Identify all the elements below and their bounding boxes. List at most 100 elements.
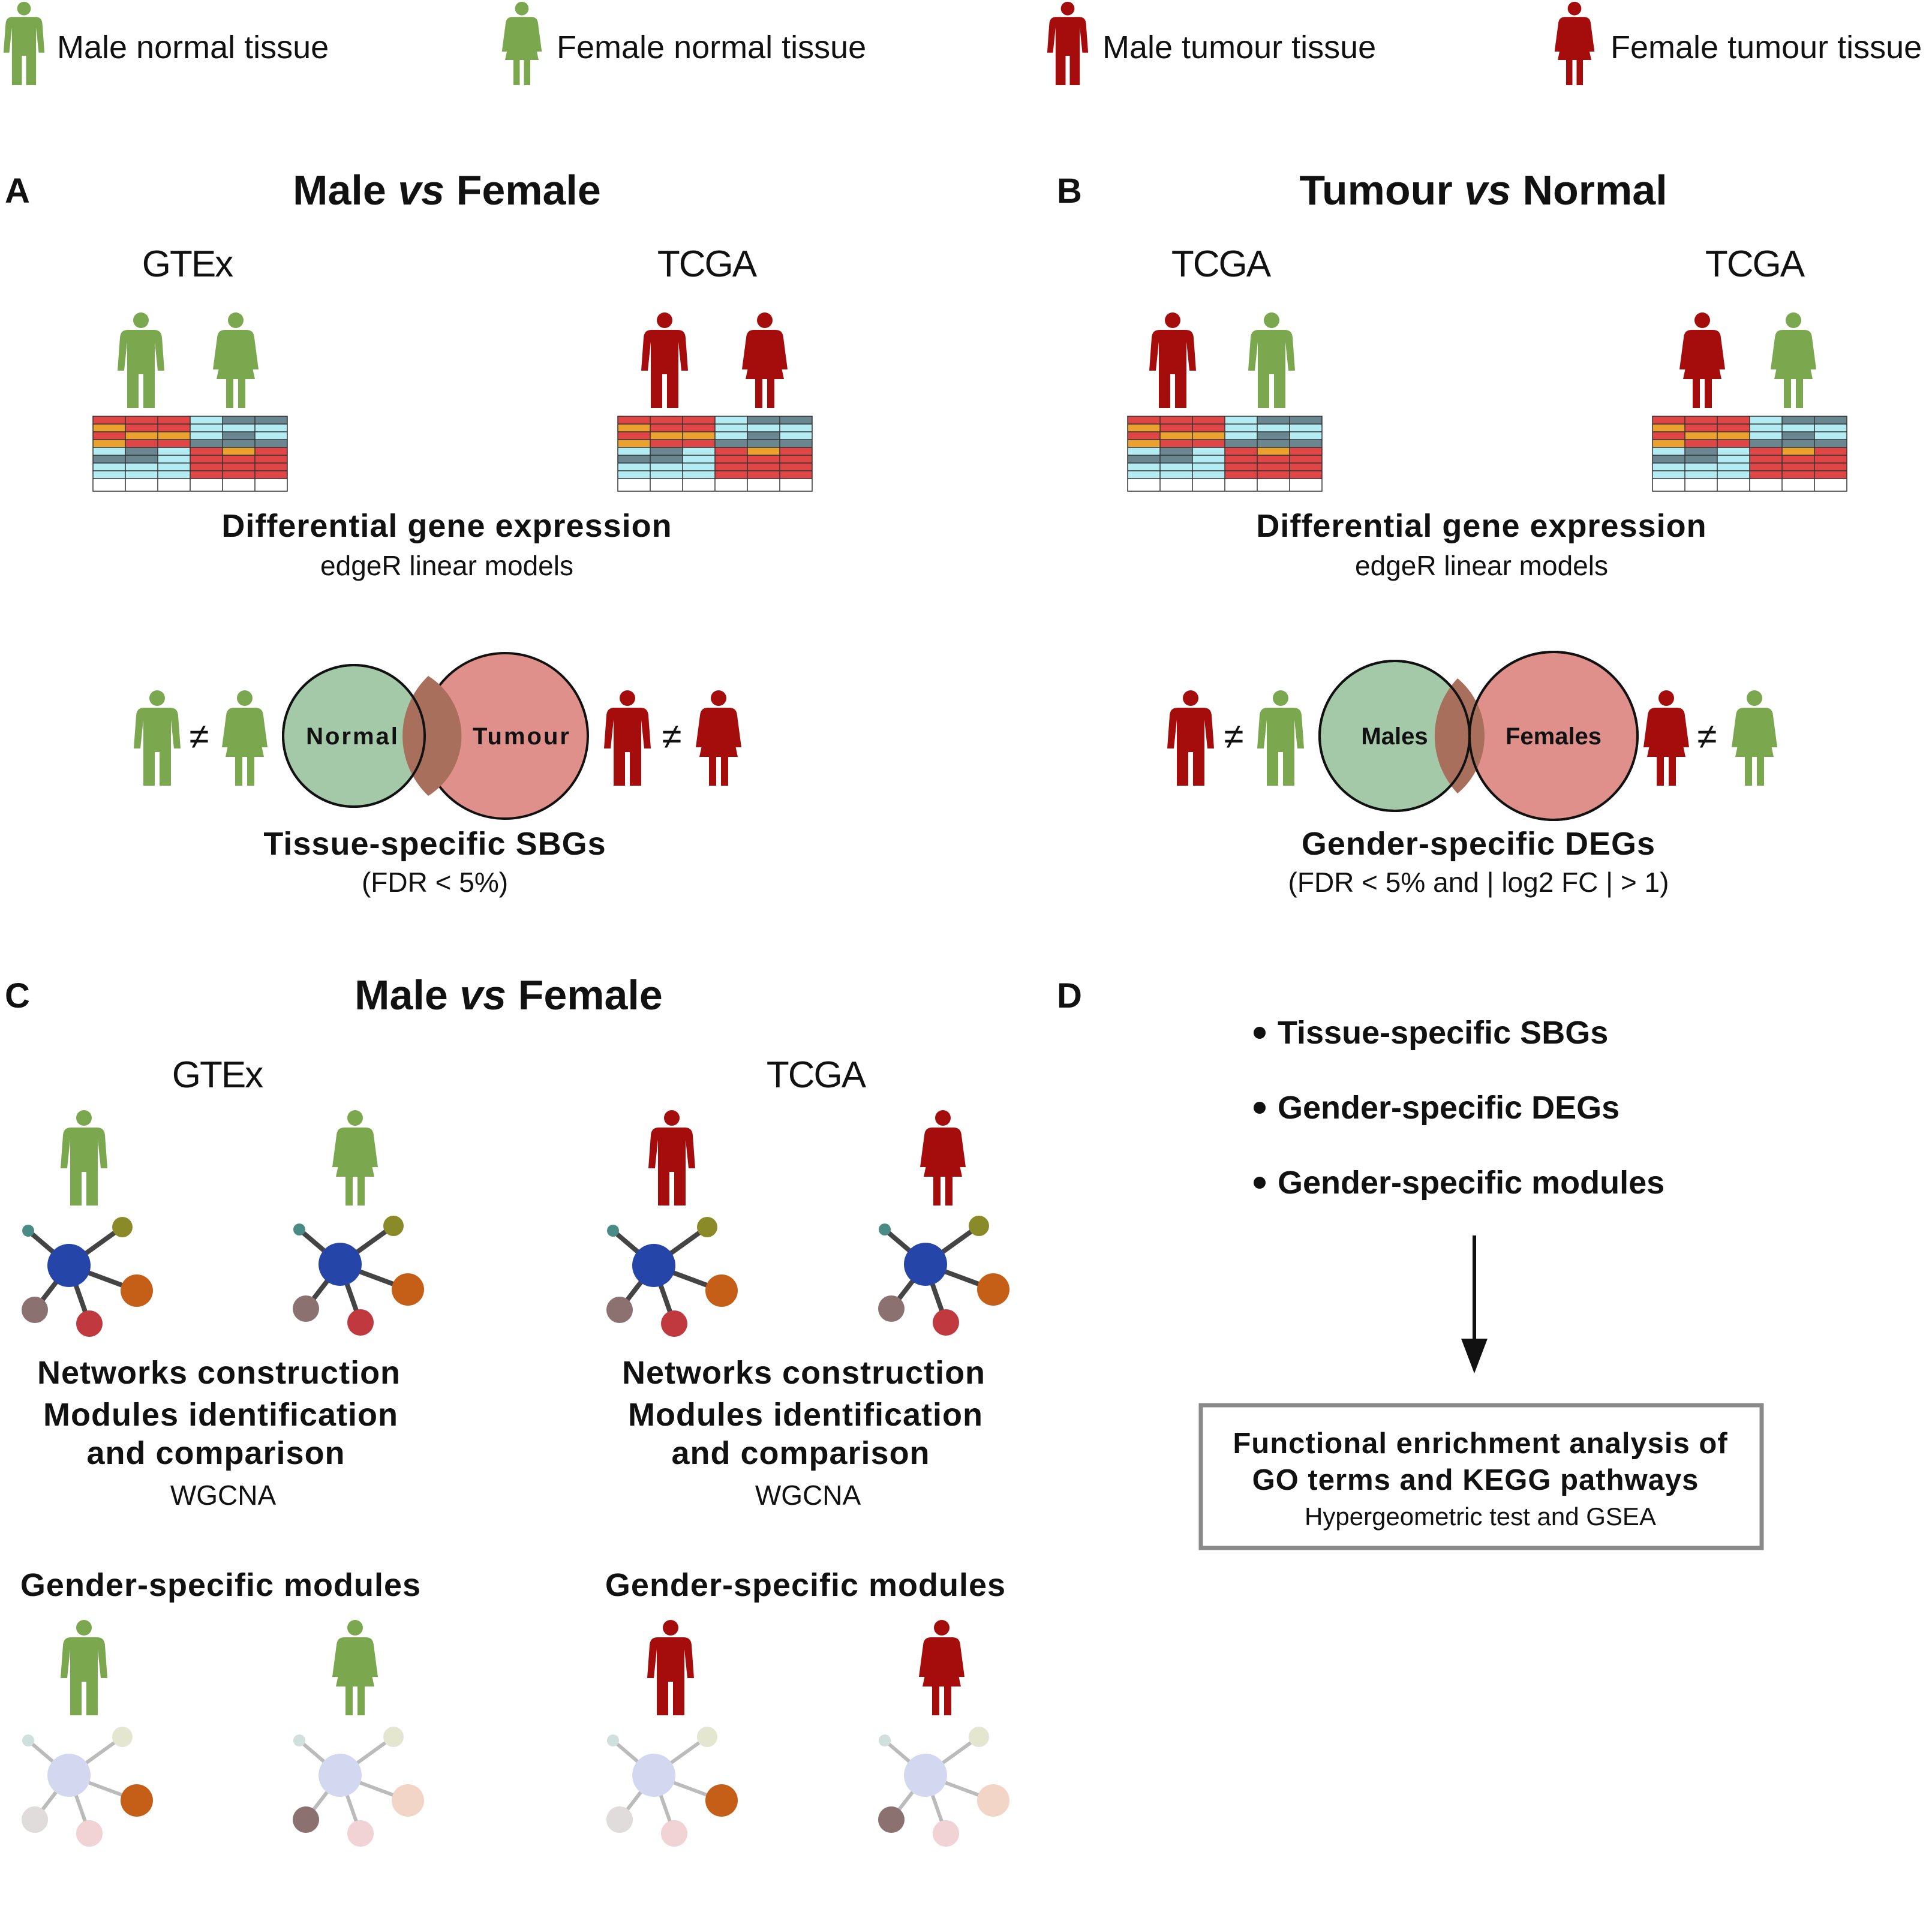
venn-outline (282, 664, 426, 808)
bullet-item: Gender-specific modules (1278, 1165, 1665, 1201)
not-equal-sign: ≠ (189, 716, 209, 756)
panel-title: Tumour vs Normal (1299, 169, 1667, 211)
dataset-label: GTEx (142, 243, 233, 285)
step-label: Modules identification (627, 1397, 984, 1433)
dataset-label: TCGA (766, 1054, 866, 1096)
expression-heatmap (617, 416, 813, 492)
title-part: Male (354, 972, 460, 1018)
coexpression-network (606, 1217, 738, 1337)
bullet-dot (1254, 1177, 1266, 1189)
female-normal-icon (501, 1, 542, 85)
expression-heatmap (1127, 416, 1323, 492)
result-sublabel: (FDR < 5% and | log2 FC | > 1) (1288, 867, 1669, 898)
step-sublabel: WGCNA (170, 1480, 277, 1511)
male-tumour-icon (1167, 690, 1214, 786)
coexpression-network (22, 1217, 153, 1337)
venn-outline (1468, 651, 1639, 821)
result-label: Gender-specific modules (605, 1567, 1006, 1603)
male-normal-icon (118, 312, 164, 408)
male-tumour-icon (641, 312, 688, 408)
panel-letter: A (5, 172, 30, 211)
module-node (606, 1806, 633, 1833)
legend-label: Female normal tissue (557, 29, 867, 65)
step-label: and comparison (86, 1435, 345, 1471)
male-tumour-icon (647, 1620, 694, 1715)
female-tumour-icon (920, 1110, 966, 1205)
title-vs: vs (459, 972, 507, 1018)
male-tumour-icon (1047, 1, 1089, 85)
male-normal-icon (3, 1, 45, 85)
female-tumour-icon (696, 690, 741, 786)
panel-letter: B (1057, 172, 1082, 211)
male-normal-icon (134, 690, 181, 786)
not-equal-sign: ≠ (1697, 716, 1717, 756)
result-label: Tissue-specific SBGs (263, 826, 606, 862)
bullet-item: Tissue-specific SBGs (1278, 1015, 1609, 1051)
legend-label: Male tumour tissue (1102, 29, 1377, 65)
not-equal-sign: ≠ (1224, 716, 1244, 756)
box-title: Functional enrichment analysis of (1233, 1427, 1728, 1460)
venn-label-normal: Normal (306, 723, 399, 750)
method-sublabel: edgeR linear models (320, 550, 573, 581)
male-tumour-icon (648, 1110, 695, 1205)
dataset-label: GTEx (172, 1054, 263, 1096)
title-vs: vs (398, 167, 445, 214)
expression-heatmap (92, 416, 288, 492)
title-part: Normal (1511, 167, 1667, 214)
female-tumour-icon (1679, 312, 1725, 408)
female-normal-icon (332, 1620, 378, 1715)
step-label: Networks construction (621, 1355, 986, 1391)
venn-label-tumour: Tumour (473, 723, 571, 750)
not-equal-sign: ≠ (662, 716, 682, 756)
module-node (347, 1820, 374, 1847)
method-sublabel: edgeR linear models (1355, 550, 1608, 581)
title-part: Female (506, 972, 663, 1018)
title-part: Tumour (1299, 167, 1465, 214)
box-title: GO terms and KEGG pathways (1252, 1464, 1699, 1496)
step-label: Modules identification (43, 1397, 399, 1433)
dataset-label: TCGA (1705, 243, 1805, 285)
method-label: Differential gene expression (1256, 508, 1707, 544)
coexpression-network (878, 1216, 1009, 1336)
female-normal-icon (332, 1110, 378, 1205)
module-node (22, 1806, 48, 1833)
female-normal-icon (1732, 690, 1777, 786)
male-normal-icon (61, 1110, 107, 1205)
step-label: and comparison (671, 1435, 930, 1471)
bullet-dot (1254, 1027, 1266, 1039)
male-tumour-icon (1149, 312, 1196, 408)
panel-letter: D (1057, 976, 1082, 1015)
flow-arrow-head (1461, 1339, 1488, 1373)
module-node (121, 1784, 153, 1817)
legend-label: Male normal tissue (57, 29, 329, 65)
male-tumour-icon (604, 690, 651, 786)
venn-overlap-lens (1434, 678, 1485, 793)
female-normal-icon (1771, 312, 1816, 408)
female-normal-icon (213, 312, 259, 408)
method-label: Differential gene expression (221, 508, 672, 544)
female-tumour-icon (1643, 690, 1689, 786)
bullet-dot (1254, 1102, 1266, 1114)
module-node (293, 1806, 319, 1833)
female-tumour-icon (1554, 1, 1595, 85)
enrichment-box (1198, 1403, 1764, 1550)
venn-label-females: Females (1505, 723, 1602, 750)
legend-label: Female tumour tissue (1610, 29, 1922, 65)
male-normal-icon (1257, 690, 1304, 786)
panel-title: Male vs Female (354, 974, 663, 1016)
box-sublabel: Hypergeometric test and GSEA (1305, 1502, 1656, 1531)
module-node (76, 1820, 103, 1847)
coexpression-network (293, 1216, 424, 1336)
panel-title: Male vs Female (293, 169, 601, 211)
female-tumour-icon (742, 312, 788, 408)
step-sublabel: WGCNA (755, 1480, 861, 1511)
module-node (392, 1784, 424, 1817)
dataset-label: TCGA (657, 243, 757, 285)
male-normal-icon (61, 1620, 107, 1715)
title-part: Male (293, 167, 398, 214)
male-normal-icon (1248, 312, 1295, 408)
module-node (933, 1820, 959, 1847)
title-part: Female (444, 167, 601, 214)
